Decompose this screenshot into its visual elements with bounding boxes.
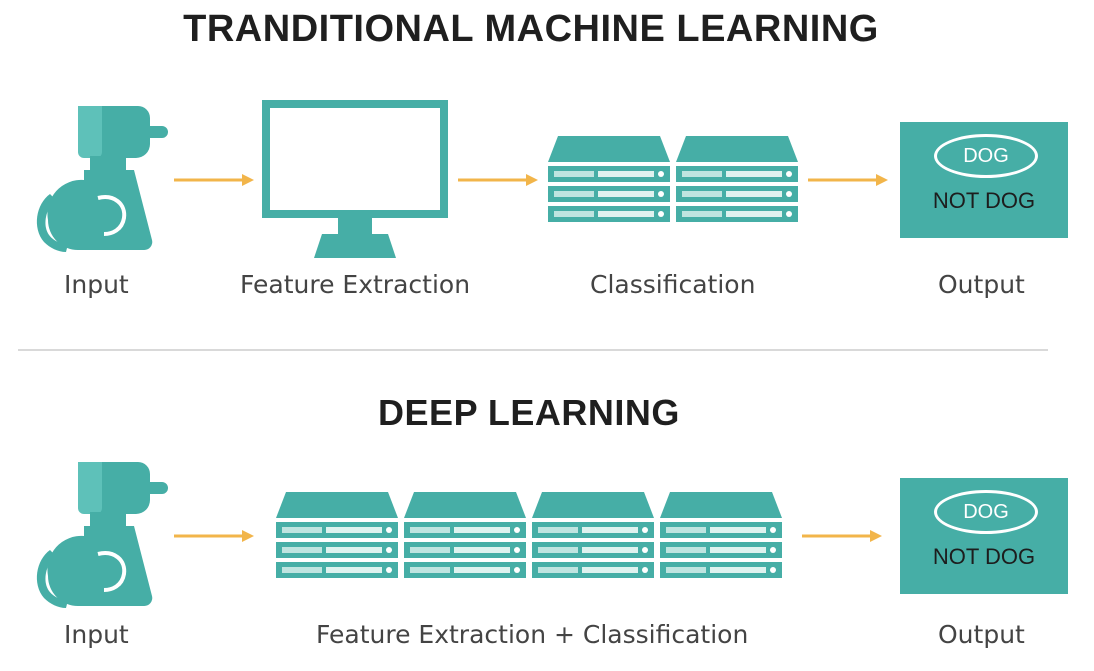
- dog-class-label: DOG: [934, 134, 1038, 178]
- arrow-right-icon: [174, 530, 254, 542]
- server-stack-icon: [660, 492, 782, 578]
- not-dog-class-label: NOT DOG: [932, 188, 1036, 213]
- monitor-icon: [262, 100, 448, 258]
- traditional-ml-title: TRANDITIONAL MACHINE LEARNING: [183, 8, 879, 50]
- dog-class-label: DOG: [934, 490, 1038, 534]
- step-label-classification: Classification: [590, 270, 756, 299]
- server-stack-icon: [532, 492, 654, 578]
- output-box: DOG NOT DOG: [900, 122, 1068, 238]
- output-box: DOG NOT DOG: [900, 478, 1068, 594]
- step-label-output: Output: [938, 620, 1025, 649]
- deep-learning-title: DEEP LEARNING: [378, 392, 680, 433]
- server-stack-icon: [676, 136, 798, 222]
- section-divider: [18, 349, 1048, 351]
- arrow-right-icon: [808, 174, 888, 186]
- server-stack-icon: [404, 492, 526, 578]
- dog-icon: [36, 462, 168, 608]
- dog-icon: [36, 106, 168, 252]
- arrow-right-icon: [174, 174, 254, 186]
- step-label-input: Input: [64, 270, 129, 299]
- arrow-right-icon: [458, 174, 538, 186]
- server-stack-icon: [548, 136, 670, 222]
- step-label-feature-extraction: Feature Extraction: [240, 270, 471, 299]
- server-stack-icon: [276, 492, 398, 578]
- not-dog-class-label: NOT DOG: [932, 544, 1036, 569]
- step-label-output: Output: [938, 270, 1025, 299]
- step-label-input: Input: [64, 620, 129, 649]
- step-label-feature-extraction-classification: Feature Extraction + Classification: [316, 620, 749, 649]
- arrow-right-icon: [802, 530, 882, 542]
